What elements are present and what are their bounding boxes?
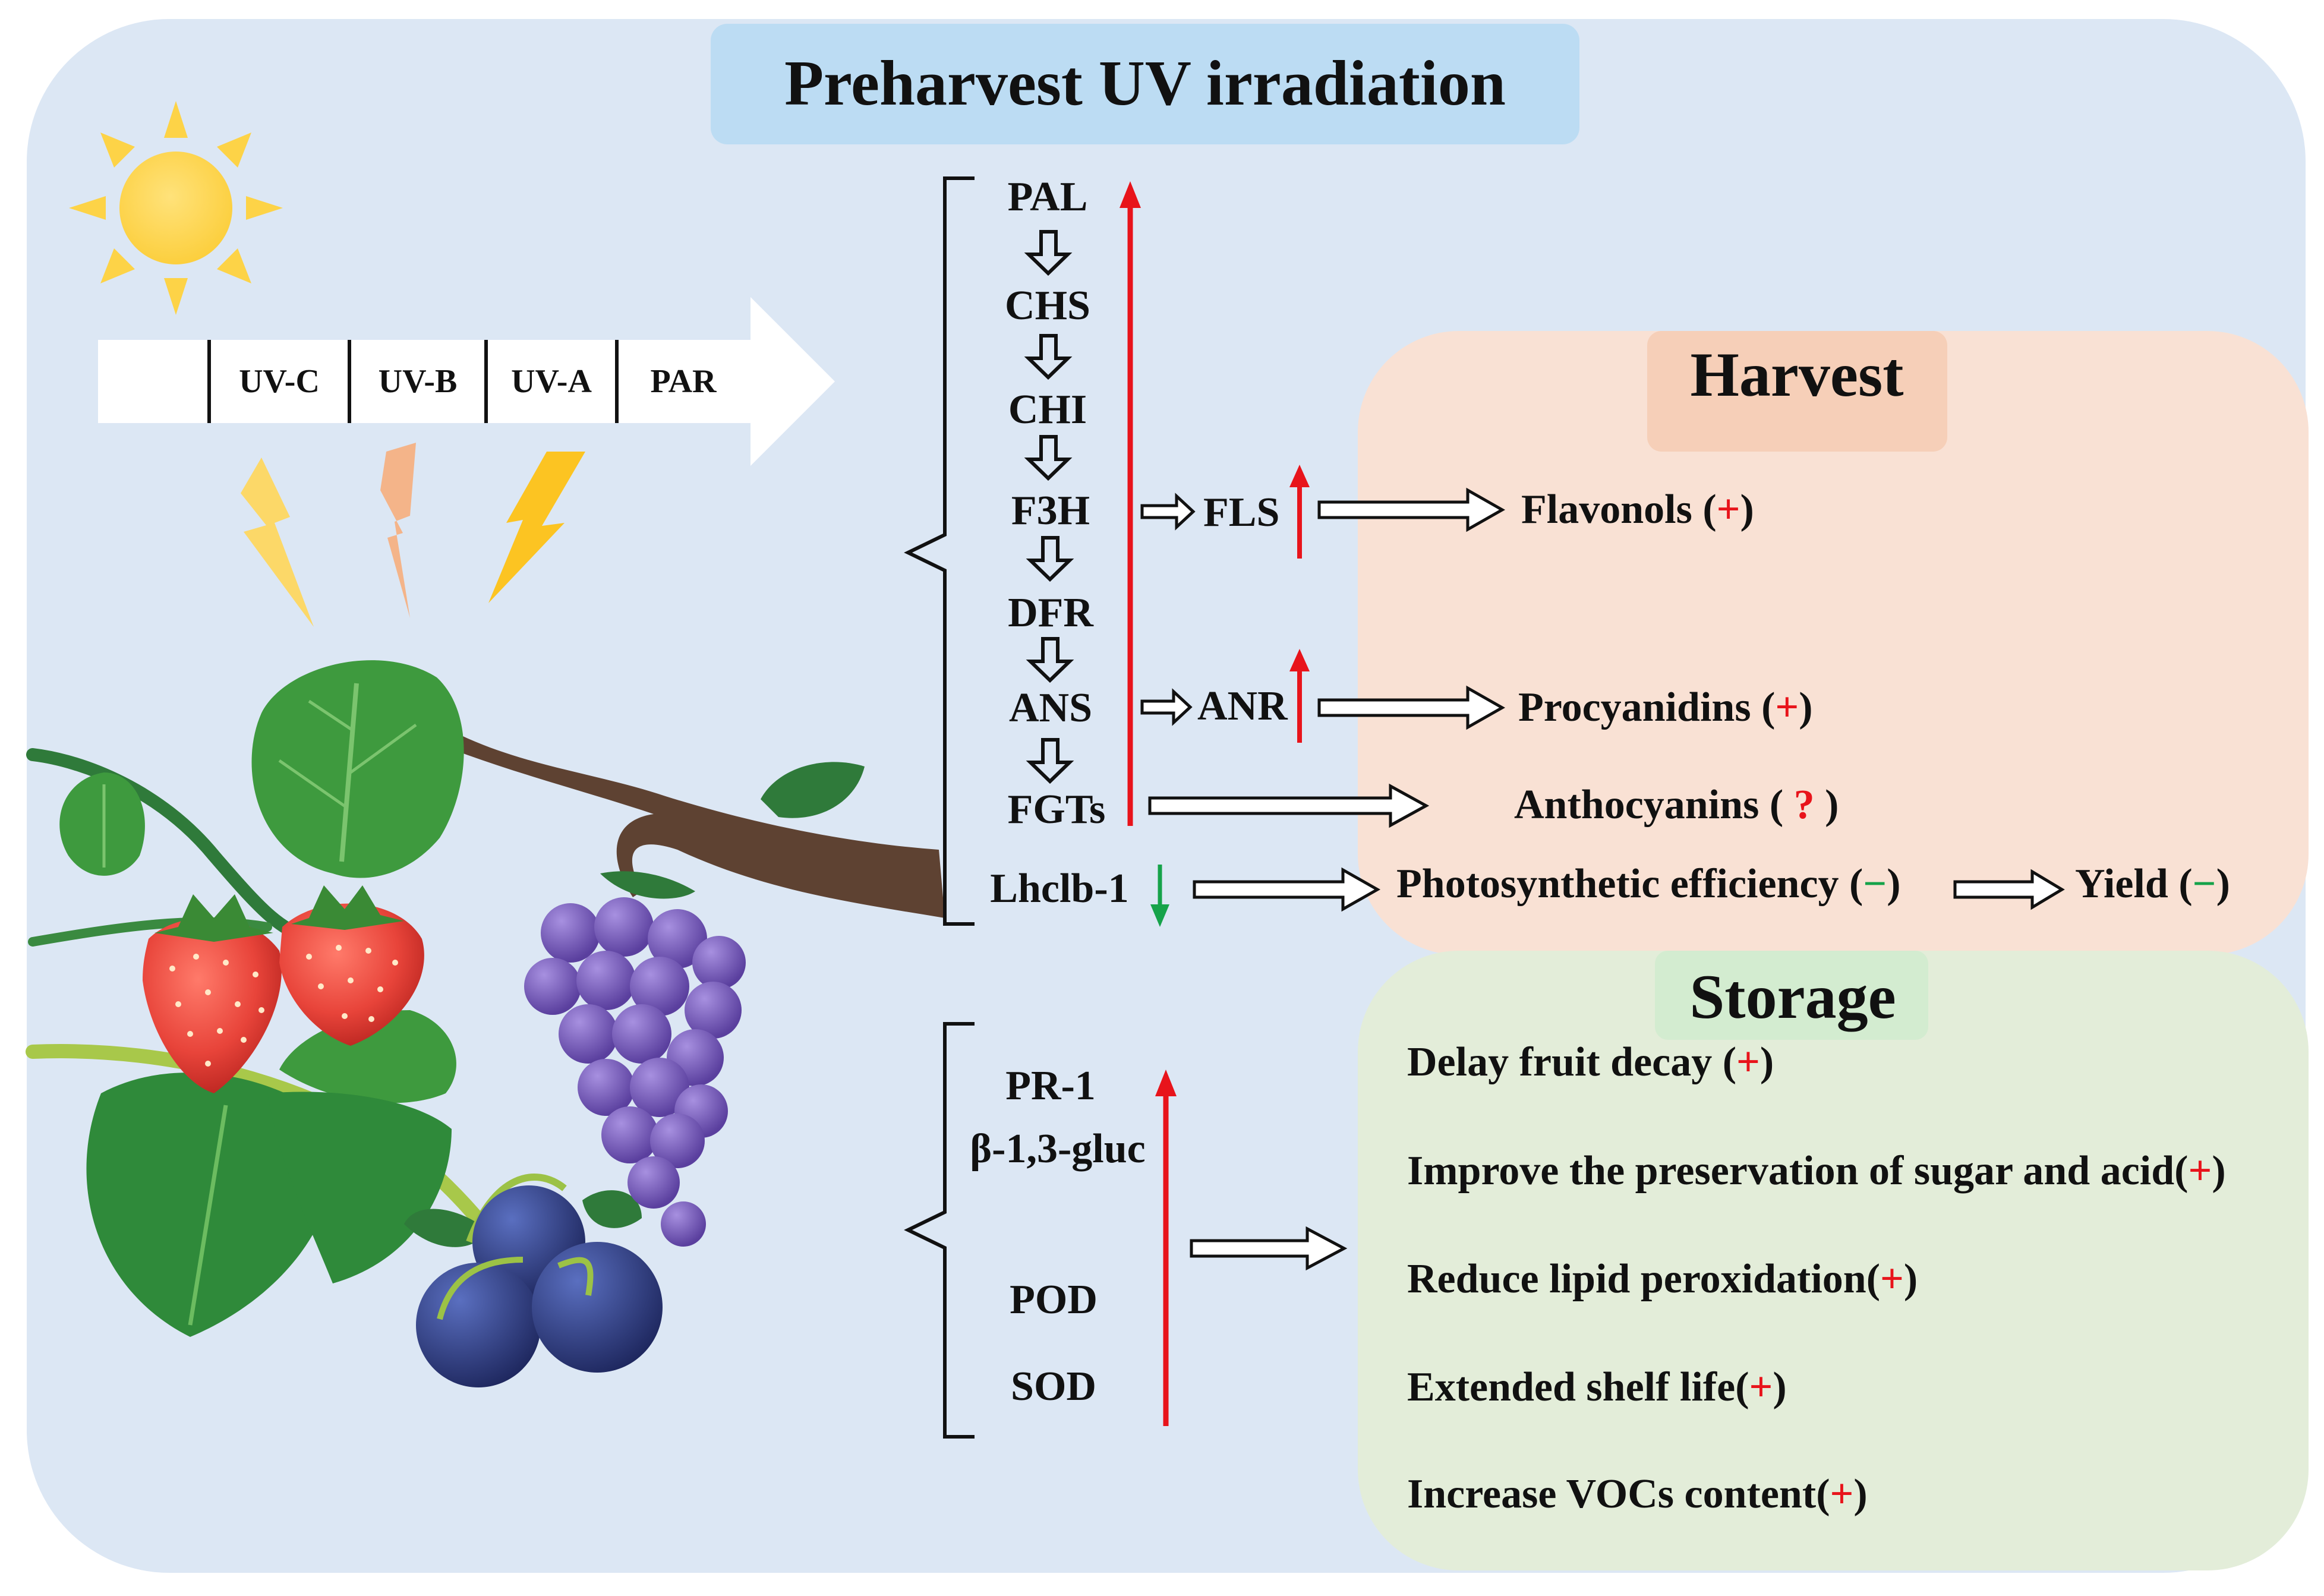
leaf-icon [251, 660, 464, 878]
storage-outcome: Delay fruit decay (+) [1407, 1039, 1774, 1085]
arrow-to-photosynthesis [1193, 867, 1381, 912]
vine-icon [26, 748, 316, 945]
outcome-photosynthetic-efficiency: Photosynthetic efficiency (−) [1396, 861, 1901, 907]
enzyme-chi: CHI [1008, 387, 1087, 433]
pathway-step-arrows [1024, 230, 1074, 784]
blueberry-icon [416, 1174, 663, 1387]
down-arrow-icon [1026, 637, 1074, 683]
lhcb-downregulation-arrow [1150, 865, 1169, 927]
storage-outcome: Increase VOCs content(+) [1407, 1471, 1868, 1517]
question-sign: ? [1794, 782, 1815, 828]
enzyme-chs: CHS [1005, 283, 1090, 329]
plus-sign: + [1880, 1256, 1904, 1302]
leaf-icon [761, 762, 865, 818]
storage-title: Storage [1689, 962, 1896, 1032]
enzyme-dfr: DFR [1008, 590, 1094, 636]
pathway-upregulation-arrow [1120, 181, 1141, 826]
leaf-icon [86, 1073, 335, 1337]
spectrum-uva-label: UV-A [511, 363, 592, 400]
minus-sign: − [2193, 861, 2216, 907]
arrow-to-flavonols [1317, 487, 1506, 532]
grape-icon [524, 871, 746, 1247]
spectrum-uvb-label: UV-B [379, 363, 458, 400]
storage-title-box [1655, 951, 1928, 1040]
harvest-panel [1358, 331, 2309, 955]
outcome-flavonols: Flavonols (+) [1521, 487, 1754, 532]
down-arrow-icon [1024, 230, 1073, 276]
gene-lhcb: Lhclb-1 [990, 866, 1128, 911]
leaf-icon [279, 1010, 456, 1103]
arrow-to-anthocyanins [1148, 783, 1430, 828]
storage-panel [1358, 951, 2309, 1570]
down-arrow-icon [1026, 536, 1074, 582]
storage-outcome: Improve the preservation of sugar and ac… [1407, 1148, 2226, 1194]
lightning-icon [241, 458, 314, 627]
gene-pod: POD [1010, 1277, 1098, 1323]
branch-icon [443, 731, 945, 918]
plus-sign: + [1830, 1471, 1854, 1517]
arrow-to-procyanidins [1317, 685, 1506, 730]
title-box [711, 24, 1579, 144]
gene-pr1: PR-1 [1005, 1063, 1096, 1109]
storage-outcome: Extended shelf life(+) [1407, 1364, 1787, 1410]
arrow-to-yield [1953, 869, 2065, 910]
lightning-icon [488, 452, 585, 603]
lightning-icon [380, 443, 416, 618]
enzyme-fgts: FGTs [1008, 787, 1106, 832]
spectrum-uvc-label: UV-C [239, 363, 320, 400]
harvest-title: Harvest [1690, 340, 1903, 409]
plus-sign: + [1775, 685, 1799, 730]
storage-outcome: Reduce lipid peroxidation(+) [1407, 1256, 1918, 1302]
branch-arrow-anr [1140, 688, 1193, 726]
enzyme-ans: ANS [1009, 685, 1092, 731]
branch-anr: ANR [1197, 683, 1288, 729]
fls-upregulation-arrow [1289, 465, 1310, 559]
plus-sign: + [1736, 1039, 1760, 1085]
harvest-title-box [1647, 331, 1947, 452]
enzyme-f3h: F3H [1011, 488, 1090, 534]
storage-bracket [904, 1022, 975, 1439]
down-arrow-icon [1024, 435, 1073, 481]
plus-sign: + [2188, 1148, 2212, 1194]
outcome-procyanidins: Procyanidins (+) [1518, 685, 1813, 730]
spectrum-par-label: PAR [651, 363, 717, 400]
strawberry-icon [143, 894, 282, 1093]
anr-upregulation-arrow [1289, 649, 1310, 743]
down-arrow-icon [1024, 334, 1073, 380]
gene-sod: SOD [1011, 1364, 1096, 1409]
strawberry-icon [279, 885, 424, 1046]
leaf-icon [267, 1092, 452, 1283]
minus-sign: − [1863, 861, 1887, 907]
outcome-anthocyanins: Anthocyanins ( ? ) [1514, 782, 1839, 828]
arrow-to-storage-outcomes [1190, 1226, 1348, 1271]
pathway-bracket [904, 176, 975, 926]
storage-upregulation-arrow [1155, 1070, 1177, 1426]
leaf-icon [404, 1190, 642, 1247]
outcome-yield: Yield (−) [2075, 861, 2230, 907]
branch-fls: FLS [1203, 490, 1279, 535]
leaf-icon [59, 772, 145, 876]
plus-sign: + [1717, 487, 1740, 532]
diagram-title: Preharvest UV irradiation [784, 48, 1506, 119]
sun-icon [69, 101, 283, 315]
enzyme-pal: PAL [1008, 174, 1088, 220]
gene-beta-glucanase: β-1,3-gluc [970, 1126, 1145, 1172]
down-arrow-icon [1026, 738, 1074, 784]
branch-arrow-fls [1140, 493, 1196, 531]
spectrum-arrow: UV-C UV-B UV-A PAR [98, 297, 835, 466]
plus-sign: + [1749, 1364, 1773, 1410]
